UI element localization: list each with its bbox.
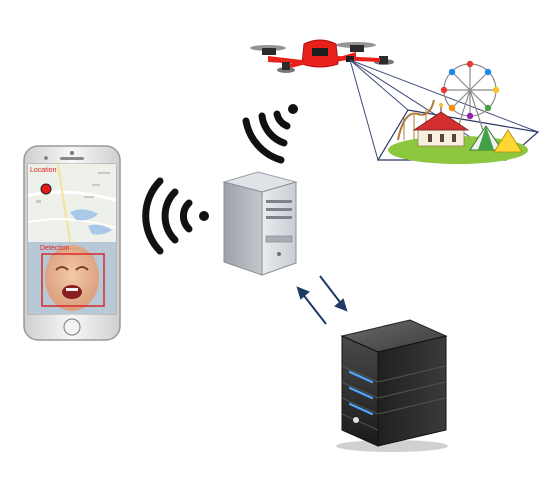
smartphone-icon: Location Detection <box>23 145 121 341</box>
server-rack-icon <box>336 319 448 452</box>
map-view: Location <box>27 163 117 243</box>
wifi-signal-icon <box>142 177 209 255</box>
bidirectional-arrow-icon <box>296 275 348 325</box>
wifi-signal-icon-drone <box>242 104 298 164</box>
face-detection-icon: Detection <box>28 242 116 314</box>
detection-box <box>41 253 105 307</box>
map-location-label: Location <box>30 167 57 174</box>
face-detection-label: Detection <box>40 245 70 252</box>
drone-icon <box>250 39 394 73</box>
map-pin-icon <box>40 183 52 195</box>
wireless-router-icon <box>222 171 298 276</box>
amusement-park-icon <box>388 60 528 164</box>
home-button-icon <box>63 318 81 336</box>
